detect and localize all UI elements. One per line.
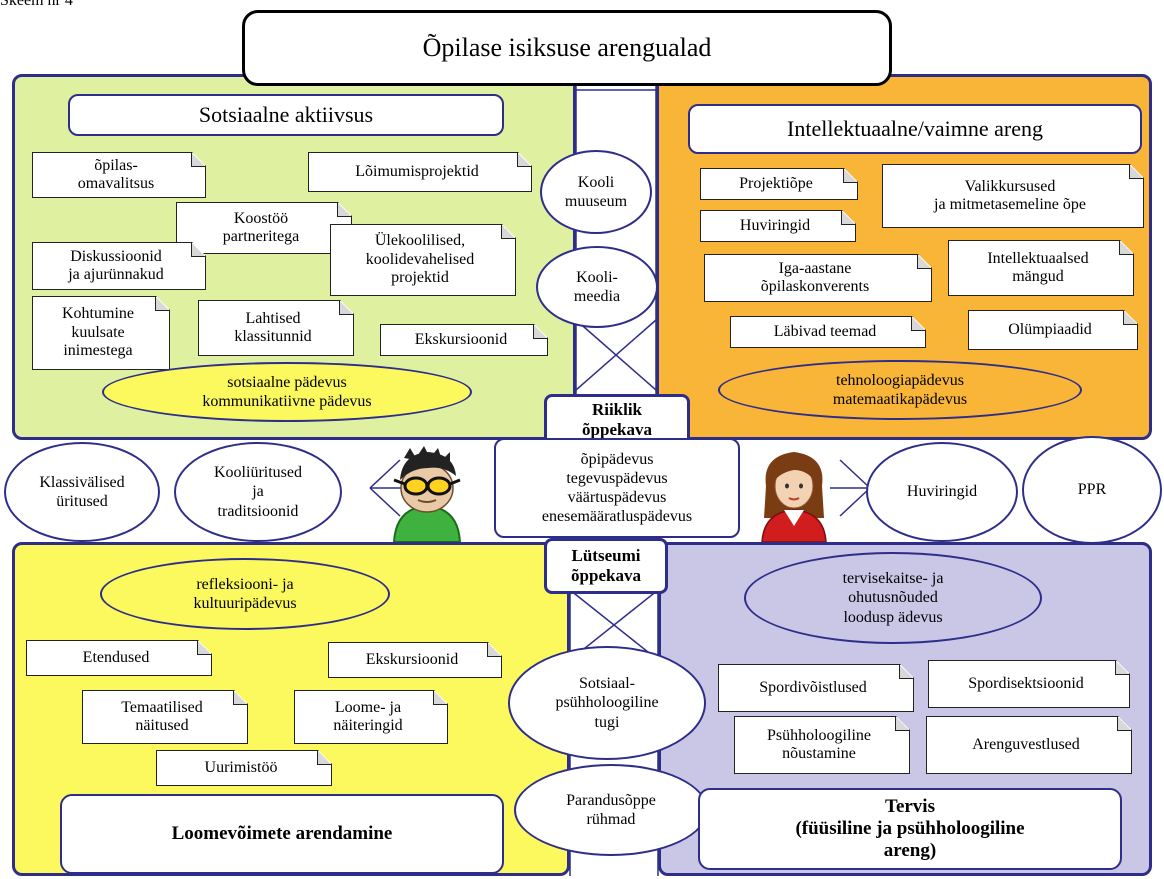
note-performances: Etendused <box>26 640 212 676</box>
note-development-interviews: Arenguvestlused <box>926 716 1132 774</box>
note-discussions: Diskussioonid ja ajurünnakud <box>32 242 206 290</box>
note-open-lessons: Lahtised klassitunnid <box>198 300 354 356</box>
intellectual-heading: Intellektuaalne/vaimne areng <box>688 104 1142 154</box>
note-integration-projects: Lõimumisprojektid <box>308 152 532 192</box>
circle-remedial-groups: Parandusõppe rühmad <box>514 764 708 856</box>
note-sports-competitions: Spordivõistlused <box>718 664 914 712</box>
intellectual-competence-oval: tehnoloogiapädevus matemaatikapädevus <box>718 360 1082 420</box>
note-cross-curricular-topics: Läbivad teemad <box>730 316 926 348</box>
health-competence-oval: tervisekaitse- ja ohutusnõuded loodusp ä… <box>744 552 1042 644</box>
note-excursions-social: Ekskursioonid <box>380 324 548 356</box>
caption: Skeem nr 4 <box>0 0 73 9</box>
note-excursions-creative: Ekskursioonid <box>328 642 502 678</box>
note-famous-people: Kohtumine kuulsate inimestega <box>32 296 170 370</box>
circle-psychosocial-support: Sotsiaal- psühholoogiline tugi <box>508 646 706 760</box>
social-competence-oval: sotsiaalne pädevus kommunikatiivne pädev… <box>102 362 472 422</box>
note-creative-groups: Loome- ja näiteringid <box>294 690 448 744</box>
note-elective-courses: Valikkursused ja mitmetasemeline õpe <box>882 164 1144 228</box>
note-project-learning: Projektiõpe <box>700 168 858 200</box>
circle-ppr: PPR <box>1022 436 1162 544</box>
circle-school-museum: Kooli muuseum <box>540 150 652 234</box>
note-student-government: õpilas- omavalitsus <box>32 152 206 198</box>
note-thematic-exhibitions: Temaatilised näitused <box>82 690 248 744</box>
health-heading: Tervis (füüsiline ja psühholoogiline are… <box>698 788 1122 870</box>
student-boy-icon <box>392 446 462 542</box>
circle-school-media: Kooli- meedia <box>536 246 658 328</box>
note-annual-conference: Iga-aastane õpilaskonverents <box>704 254 932 302</box>
note-partner-cooperation: Koostöö partneritega <box>176 202 352 254</box>
note-olympiads: Olümpiaadid <box>968 310 1138 350</box>
student-girl-icon <box>761 452 827 542</box>
note-hobby-groups-intellectual: Huviringid <box>700 210 856 242</box>
core-competences-box: õpipädevus tegevuspädevus väärtuspädevus… <box>494 438 740 538</box>
circle-hobby-groups: Huviringid <box>866 442 1018 542</box>
social-heading: Sotsiaalne aktiivsus <box>68 94 504 136</box>
note-intellectual-games: Intellektuaalsed mängud <box>948 240 1134 296</box>
note-psychological-counseling: Psühholoogiline nõustamine <box>734 716 910 774</box>
note-sports-sections: Spordisektsioonid <box>928 660 1130 708</box>
lyceum-curriculum-box: Lütseumi õppekava <box>544 538 668 594</box>
note-school-projects: Ülekoolilised, koolidevahelised projekti… <box>330 224 516 296</box>
note-research: Uurimistöö <box>156 750 332 786</box>
creative-heading: Loomevõimete arendamine <box>60 794 504 874</box>
circle-school-events: Kooliüritused ja traditsioonid <box>174 442 342 542</box>
circle-extracurricular-events: Klassivälised üritused <box>4 442 160 542</box>
creative-competence-oval: refleksiooni- ja kultuuripädevus <box>100 558 390 630</box>
page-title: Õpilase isiksuse arengualad <box>242 10 892 86</box>
